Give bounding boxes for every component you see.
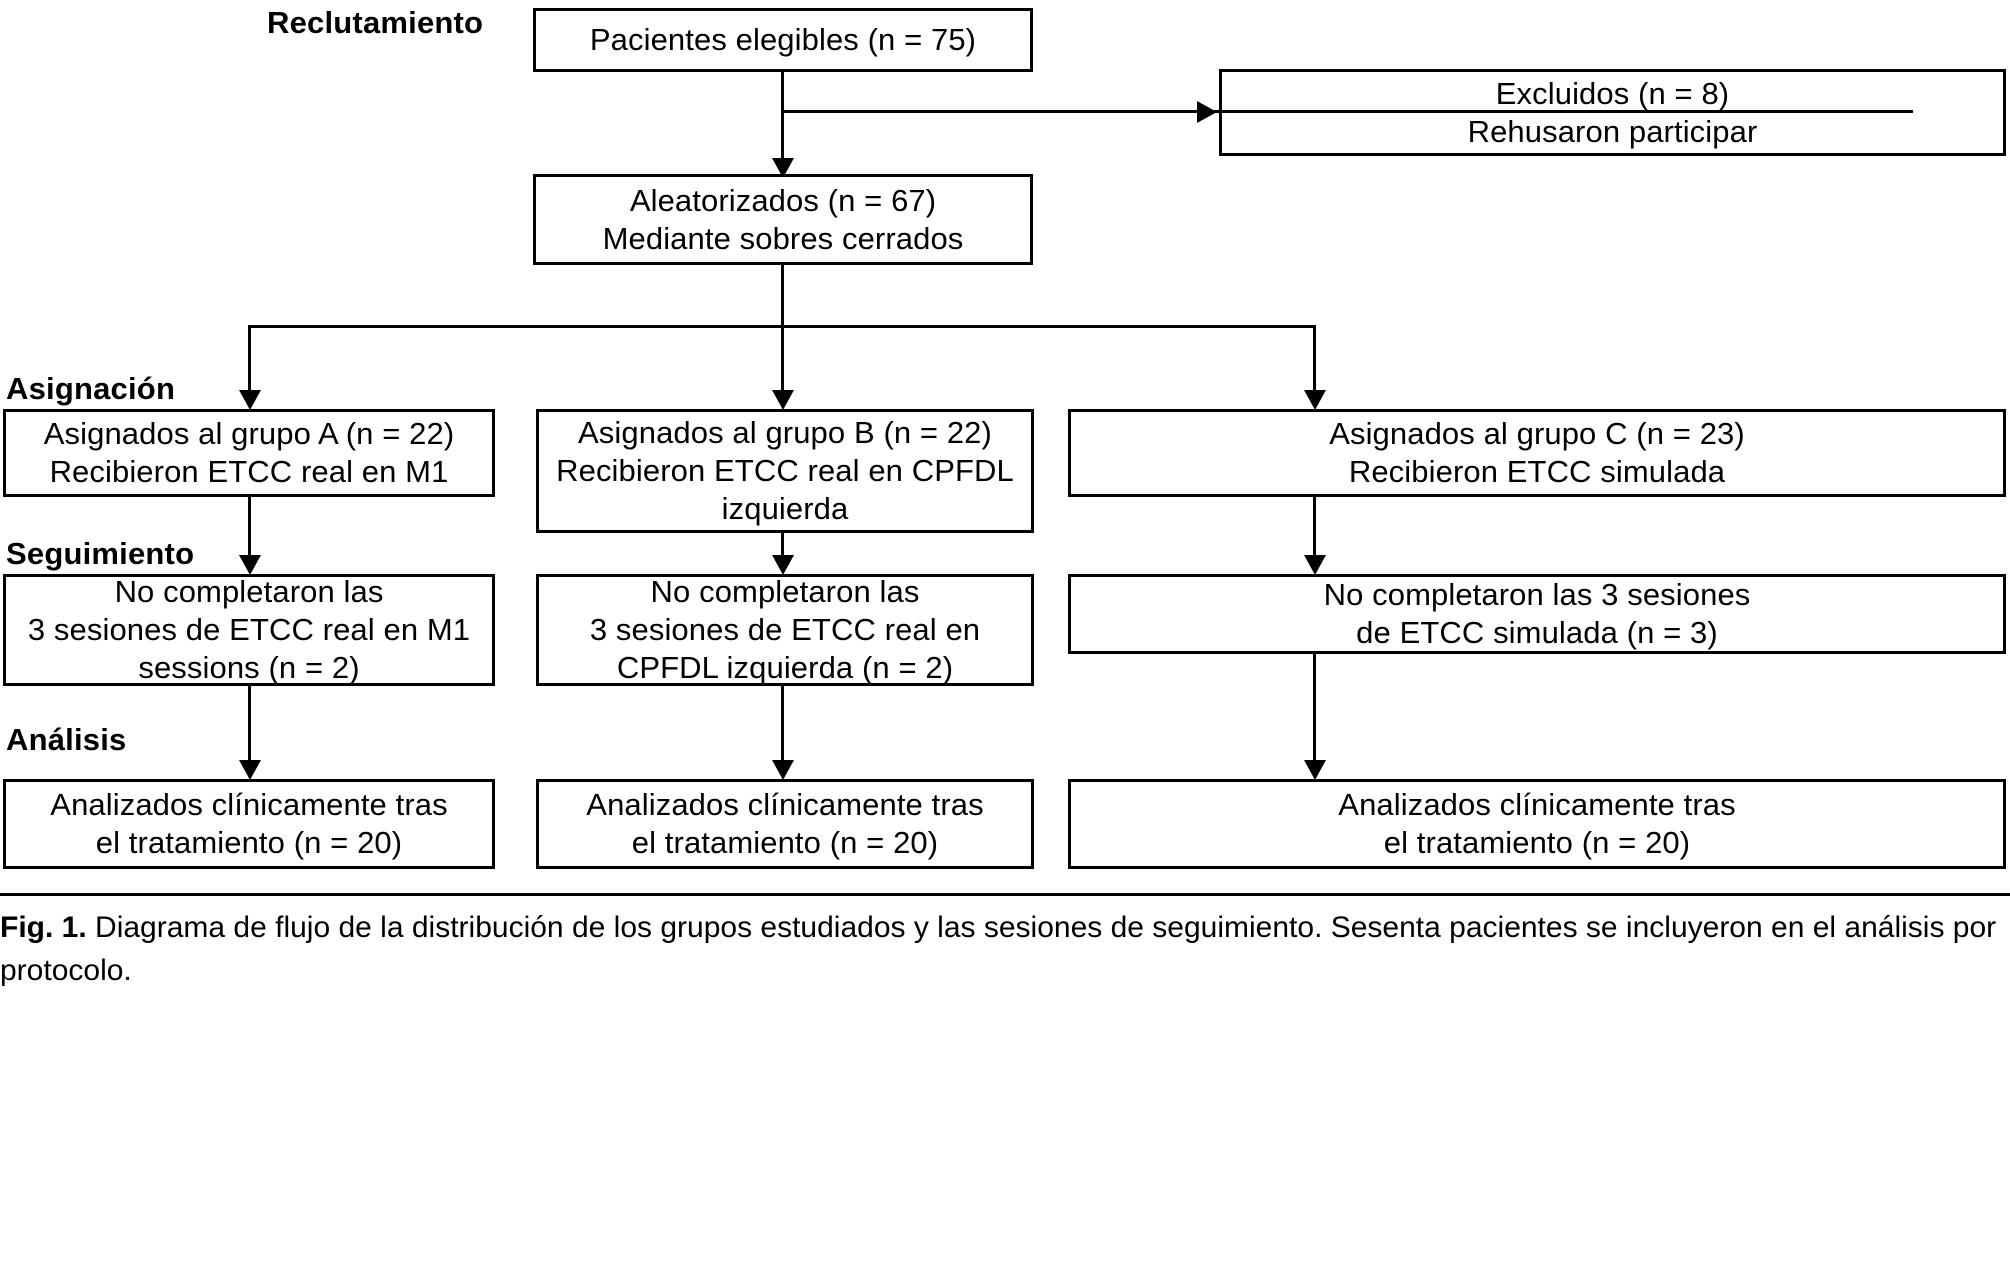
connector-bus-to-group-c	[1313, 325, 1316, 400]
figure-caption: Fig. 1. Diagrama de flujo de la distribu…	[0, 907, 2000, 992]
connector-randomized-stem	[781, 265, 784, 327]
connector-group-a-to-dropout-a	[248, 497, 251, 563]
connector-eligible-to-excluidos	[781, 110, 1913, 113]
node-no-completaron-c: No completaron las 3 sesiones de ETCC si…	[1068, 574, 2006, 654]
arrowhead-dropout-c	[1304, 555, 1326, 575]
node-analizados-a: Analizados clínicamente tras el tratamie…	[3, 779, 495, 869]
arrowhead-dropout-b	[772, 555, 794, 575]
node-grupo-b: Asignados al grupo B (n = 22) Recibieron…	[536, 409, 1034, 533]
connector-group-c-to-dropout-c	[1313, 497, 1316, 563]
node-grupo-a: Asignados al grupo A (n = 22) Recibieron…	[3, 409, 495, 497]
arrowhead-analyzed-c	[1304, 760, 1326, 780]
connector-dropout-b-to-analyzed-b	[781, 686, 784, 768]
arrowhead-analyzed-b	[772, 760, 794, 780]
stage-label-analisis: Análisis	[6, 722, 127, 757]
arrowhead-group-a	[239, 390, 261, 410]
arrowhead-excluidos	[1197, 101, 1217, 123]
arrowhead-analyzed-a	[239, 760, 261, 780]
connector-eligible-to-randomized	[781, 72, 784, 172]
caption-prefix: Fig. 1.	[0, 911, 87, 944]
caption-text: Diagrama de flujo de la distribución de …	[0, 911, 1997, 987]
connector-dropout-c-to-analyzed-c	[1313, 654, 1316, 768]
connector-dropout-a-to-analyzed-a	[248, 686, 251, 768]
arrowhead-group-b	[772, 390, 794, 410]
node-no-completaron-b: No completaron las 3 sesiones de ETCC re…	[536, 574, 1034, 686]
stage-label-seguimiento: Seguimiento	[6, 536, 195, 571]
node-pacientes-elegibles: Pacientes elegibles (n = 75)	[533, 8, 1033, 72]
connector-bus-to-group-b	[781, 325, 784, 400]
caption-divider	[0, 893, 2010, 896]
node-aleatorizados: Aleatorizados (n = 67) Mediante sobres c…	[533, 174, 1033, 265]
node-analizados-b: Analizados clínicamente tras el tratamie…	[536, 779, 1034, 869]
arrowhead-group-c	[1304, 390, 1326, 410]
node-grupo-c: Asignados al grupo C (n = 23) Recibieron…	[1068, 409, 2006, 497]
connector-group-b-to-dropout-b	[781, 533, 784, 563]
stage-label-reclutamiento: Reclutamiento	[267, 5, 484, 40]
node-no-completaron-a: No completaron las 3 sesiones de ETCC re…	[3, 574, 495, 686]
arrowhead-randomized	[772, 158, 794, 178]
arrowhead-dropout-a	[239, 555, 261, 575]
stage-label-asignacion: Asignación	[6, 371, 176, 406]
connector-bus-to-group-a	[248, 325, 251, 400]
node-analizados-c: Analizados clínicamente tras el tratamie…	[1068, 779, 2006, 869]
